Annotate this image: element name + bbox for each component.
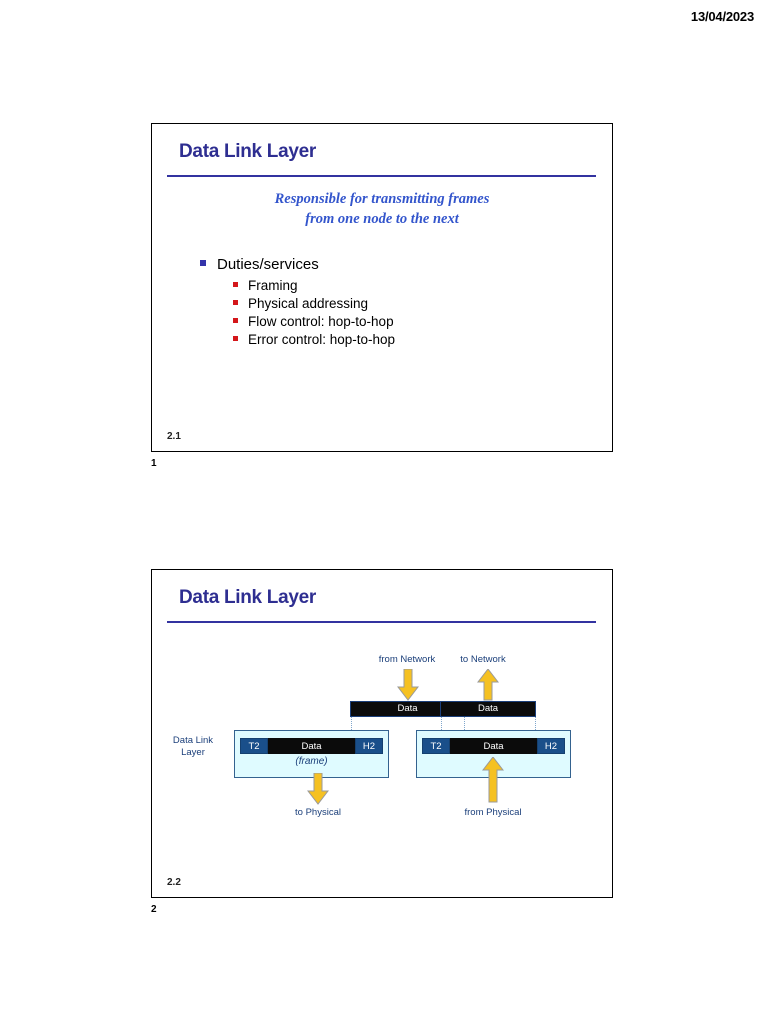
- sub-bullet-label: Physical addressing: [248, 296, 369, 311]
- bullet-label: Duties/services: [217, 256, 319, 273]
- left-frame-trailer-t2: T2: [240, 738, 268, 754]
- square-bullet-icon: [200, 260, 206, 266]
- right-bottom-label-from-physical: from Physical: [464, 807, 522, 818]
- arrow-down-from-network-icon: [397, 669, 419, 701]
- square-bullet-icon: [233, 336, 238, 341]
- sub-bullet-item-physical-addressing: Physical addressing: [233, 296, 395, 311]
- right-frame: T2 Data H2: [422, 738, 565, 754]
- side-label-line-2: Layer: [181, 746, 205, 758]
- slide-1[interactable]: Data Link Layer Responsible for transmit…: [151, 123, 613, 452]
- sub-bullet-list: Framing Physical addressing Flow control…: [233, 278, 395, 347]
- sub-bullet-label: Framing: [248, 278, 298, 293]
- page-number: 1: [151, 458, 157, 469]
- sub-bullet-label: Flow control: hop-to-hop: [248, 314, 394, 329]
- data-link-layer-diagram: Data Link Layer from Network Data T2 Dat…: [152, 570, 612, 897]
- slide-number: 2.1: [167, 431, 181, 442]
- slide-2[interactable]: Data Link Layer Data Link Layer from Net…: [151, 569, 613, 898]
- arrow-up-from-physical-icon: [482, 757, 504, 803]
- subtitle-line-2: from one node to the next: [305, 210, 459, 227]
- document-date: 13/04/2023: [690, 9, 754, 24]
- page-number: 2: [151, 904, 157, 915]
- right-frame-header-h2: H2: [537, 738, 565, 754]
- right-network-data-box: Data: [440, 701, 536, 717]
- diagram-side-label: Data Link Layer: [163, 735, 223, 759]
- square-bullet-icon: [233, 318, 238, 323]
- left-bottom-label-to-physical: to Physical: [295, 807, 341, 818]
- left-frame-caption: (frame): [295, 756, 328, 767]
- slide-title: Data Link Layer: [179, 141, 316, 162]
- square-bullet-icon: [233, 300, 238, 305]
- arrow-up-to-network-icon: [477, 669, 499, 701]
- sub-bullet-item-framing: Framing: [233, 278, 395, 293]
- right-top-label-to-network: to Network: [460, 654, 506, 665]
- slide-subtitle: Responsible for transmitting frames from…: [152, 190, 612, 229]
- bullet-item-duties: Duties/services: [200, 256, 395, 273]
- sub-bullet-label: Error control: hop-to-hop: [248, 332, 396, 347]
- left-top-label-from-network: from Network: [378, 654, 436, 665]
- subtitle-line-1: Responsible for transmitting frames: [274, 191, 490, 207]
- left-frame: T2 Data H2: [240, 738, 383, 754]
- arrow-down-to-physical-icon: [307, 773, 329, 805]
- square-bullet-icon: [233, 282, 238, 287]
- left-frame-payload-data: Data: [268, 738, 355, 754]
- sub-bullet-item-error-control: Error control: hop-to-hop: [233, 332, 395, 347]
- left-frame-header-h2: H2: [355, 738, 383, 754]
- sub-bullet-item-flow-control: Flow control: hop-to-hop: [233, 314, 395, 329]
- right-frame-payload-data: Data: [450, 738, 537, 754]
- bullet-list: Duties/services Framing Physical address…: [200, 256, 395, 350]
- slide-number: 2.2: [167, 877, 181, 888]
- right-frame-trailer-t2: T2: [422, 738, 450, 754]
- title-divider: [167, 175, 596, 177]
- side-label-line-1: Data Link: [172, 735, 214, 746]
- title-divider: [167, 621, 596, 623]
- slide-title: Data Link Layer: [179, 587, 316, 608]
